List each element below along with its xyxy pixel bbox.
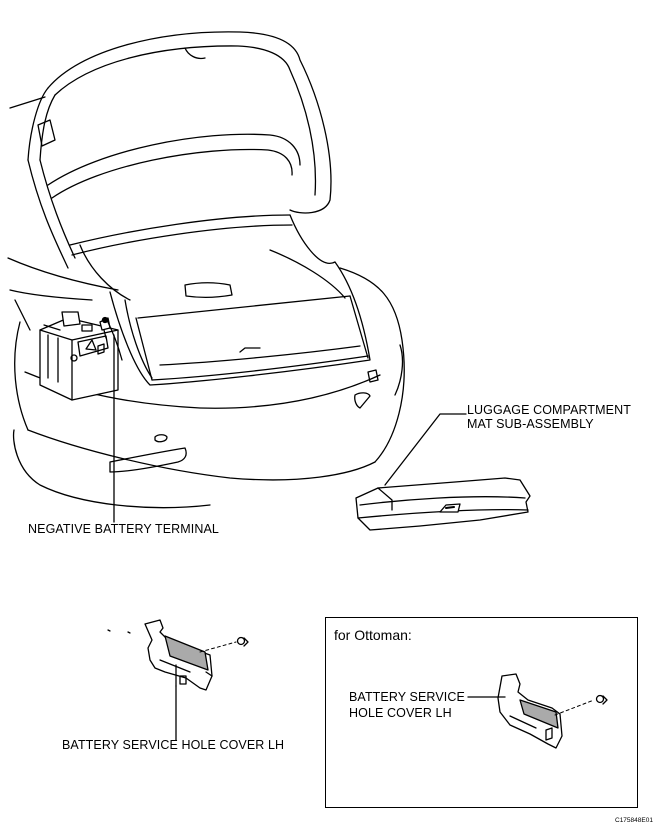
battery [39,311,119,401]
battery-service-hole-cover-lh [144,619,213,691]
luggage-mat-leader [384,413,467,486]
negative-terminal-label: NEGATIVE BATTERY TERMINAL [28,522,219,536]
luggage-mat-illustration [355,477,531,531]
ottoman-inset-box: for Ottoman: [325,617,638,808]
ottoman-cover-label-line2: HOLE COVER LH [349,706,452,720]
negative-terminal-clamp [99,316,123,361]
battery-cover-lh-label: BATTERY SERVICE HOLE COVER LH [62,738,285,752]
figure-code: C175848E01 [615,817,653,824]
ottoman-cover-label-line1: BATTERY SERVICE [349,690,465,704]
ottoman-cover-illustration [497,673,563,749]
ottoman-inset-title: for Ottoman: [334,627,412,643]
car-rear-illustration [7,31,405,509]
luggage-mat-label-line1: LUGGAGE COMPARTMENT [467,403,631,417]
luggage-mat-label-line2: MAT SUB-ASSEMBLY [467,417,594,431]
ottoman-clip-fastener [595,694,608,705]
clip-fastener [236,636,249,647]
